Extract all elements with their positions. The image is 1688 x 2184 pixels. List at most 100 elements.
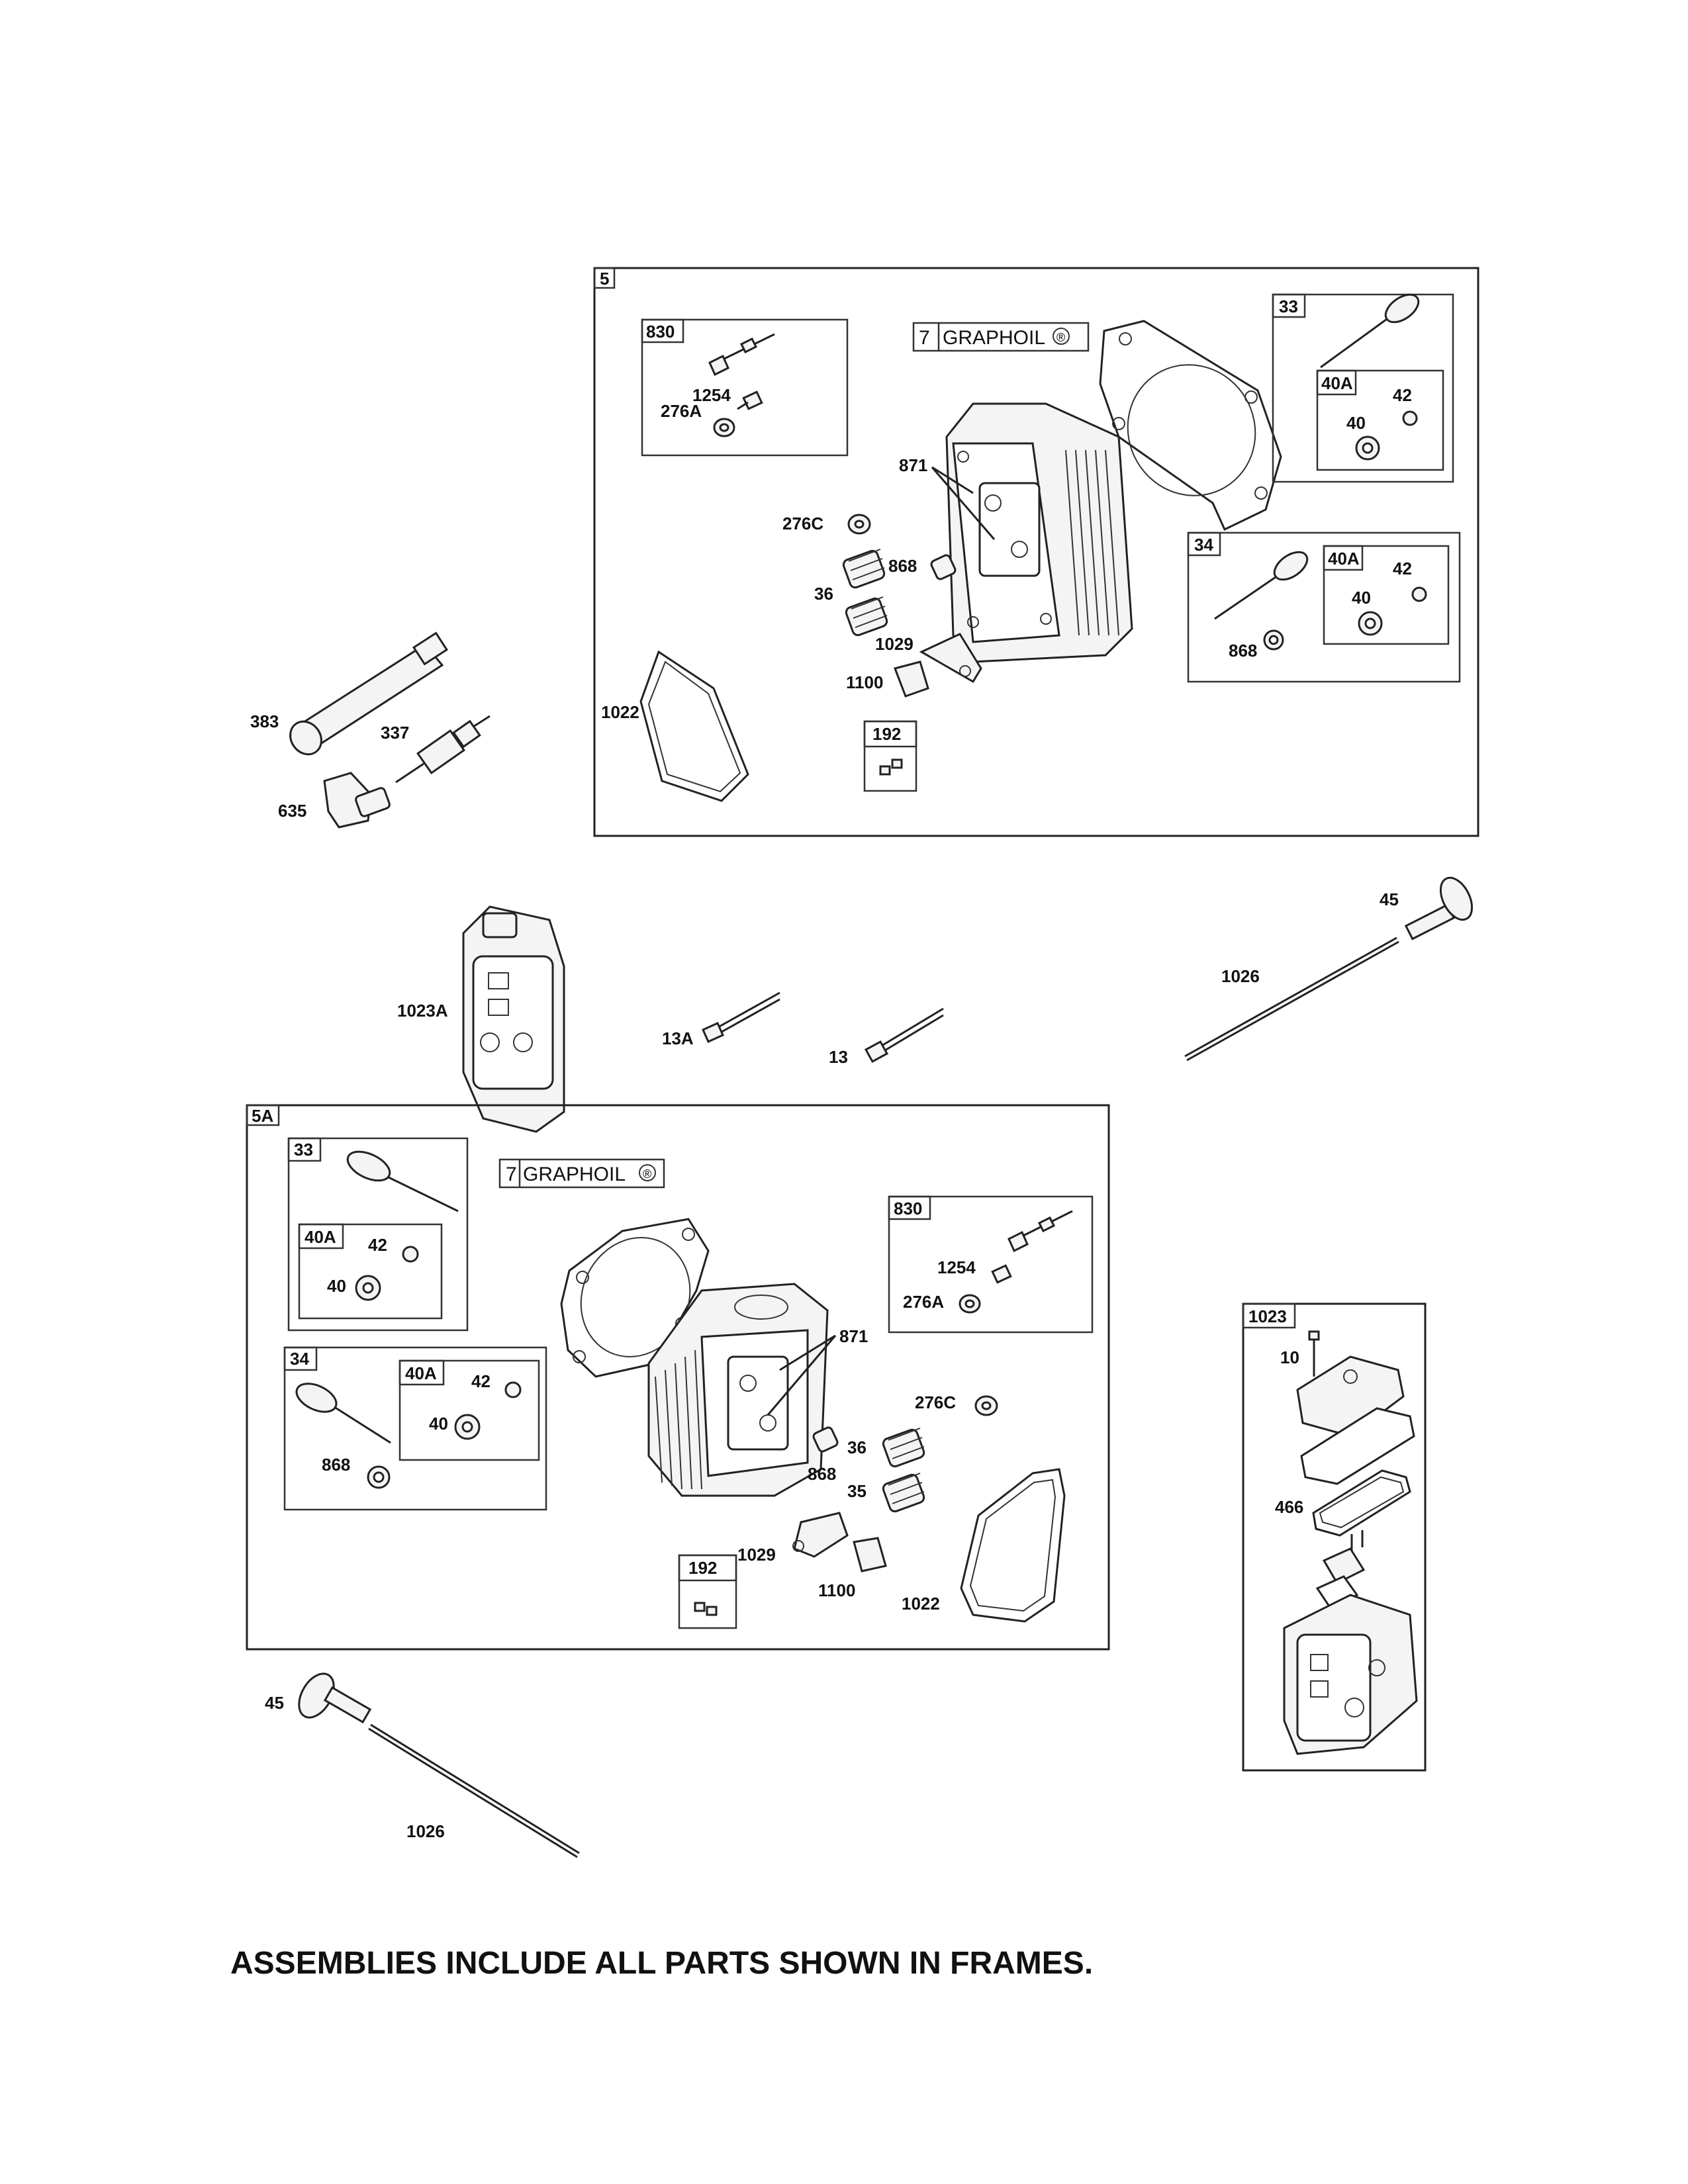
breather-1029-upper-icon (919, 633, 982, 684)
valve-seal-868-upper-icon (930, 554, 957, 580)
valve-cover-1023-icon (1283, 1594, 1418, 1755)
cylinder-head-upper-icon (945, 402, 1133, 663)
graphoil-num-lower: 7 (506, 1163, 517, 1185)
label-42-lower-33: 42 (368, 1235, 387, 1255)
label-1026-lower: 1026 (406, 1821, 445, 1841)
baffle-plate-icon (1315, 1547, 1366, 1610)
label-1023a: 1023A (397, 1001, 448, 1021)
keeper-42-upper-33-icon (1402, 410, 1418, 426)
label-276a-upper: 276A (661, 401, 702, 421)
frame-valve-cover-1023: 1023 10 466 (1242, 1302, 1427, 1772)
valve-springs-lower-icon (882, 1428, 925, 1513)
label-383: 383 (250, 711, 279, 731)
label-1100-lower: 1100 (818, 1580, 855, 1600)
frame-kit-5: 5 830 1254 276A (593, 267, 1479, 837)
frame-5a-tag: 5A (252, 1106, 273, 1126)
pushrod-1026-lower-icon (368, 1723, 580, 1858)
sub-40a-lower-33-tag: 40A (305, 1227, 336, 1247)
bolt-830-lower-icon (1008, 1210, 1073, 1253)
label-337: 337 (381, 723, 409, 743)
graphoil-text-lower: GRAPHOIL (523, 1163, 626, 1185)
valve-45-upper-icon (1404, 876, 1474, 940)
loose-parts-middle: 1023A 13A 13 (397, 905, 944, 1133)
label-13: 13 (829, 1047, 848, 1067)
graphoil-label-lower: 7 GRAPHOIL ® (498, 1158, 665, 1189)
label-1022-lower: 1022 (902, 1594, 940, 1614)
retainer-40-upper-34-icon (1358, 611, 1383, 636)
box-33-lower: 33 40A 42 40 (287, 1137, 469, 1332)
frame-1023-tag: 1023 (1248, 1306, 1287, 1326)
label-276c-upper: 276C (782, 514, 823, 533)
label-276c-lower: 276C (915, 1392, 956, 1412)
label-36-upper: 36 (814, 584, 833, 604)
box-33-upper-tag: 33 (1279, 296, 1298, 316)
keeper-42-lower-33-icon (402, 1246, 419, 1263)
spark-plug-337-icon (395, 715, 491, 784)
graphoil-mark-upper: ® (1056, 331, 1065, 344)
retainer-40-lower-33-icon (355, 1275, 381, 1301)
box-34-upper: 34 868 40A 42 40 (1187, 531, 1461, 683)
label-1029-lower: 1029 (737, 1545, 776, 1565)
clip-1100-upper-icon (894, 660, 929, 698)
label-40-upper-34: 40 (1352, 588, 1371, 608)
fitting-192-lower-icon (694, 1602, 718, 1616)
frame-5-tag: 5 (600, 269, 609, 289)
screw-1254-lower-icon (991, 1264, 1012, 1284)
bolt-830-upper-icon (708, 333, 775, 377)
keeper-42-lower-34-icon (504, 1381, 522, 1398)
washer-276c-lower-icon (974, 1395, 998, 1416)
label-868-lower: 868 (808, 1464, 836, 1484)
box-192-upper: 192 (863, 720, 917, 792)
valve-45-lower-icon (298, 1672, 372, 1724)
label-1254-lower: 1254 (937, 1257, 976, 1277)
head-gasket-upper-icon (1099, 320, 1282, 531)
box-34-lower-tag: 34 (290, 1349, 309, 1369)
label-40-upper-33: 40 (1346, 413, 1366, 433)
label-868-upper-34: 868 (1229, 641, 1257, 660)
sub-40a-lower-34-tag: 40A (405, 1363, 437, 1383)
label-40-lower-33: 40 (327, 1276, 346, 1296)
label-13a: 13A (662, 1028, 694, 1048)
label-276a-lower: 276A (903, 1292, 944, 1312)
graphoil-label-upper: 7 GRAPHOIL ® (912, 322, 1090, 352)
valve-34-lower-icon (295, 1383, 391, 1444)
label-35-lower: 35 (847, 1481, 867, 1501)
loose-parts-right: 45 1026 (1184, 876, 1474, 1062)
graphoil-num-upper: 7 (919, 327, 930, 349)
label-1022-upper: 1022 (601, 702, 639, 722)
fitting-192-upper-icon (879, 758, 903, 776)
loose-parts-left: 383 337 635 (250, 631, 491, 829)
loose-parts-bottom: 45 1026 (265, 1672, 580, 1858)
frame-kit-5a: 5A 33 40A 42 40 (246, 1104, 1110, 1651)
label-40-lower-34: 40 (429, 1414, 448, 1433)
retainer-40-lower-34-icon (454, 1414, 481, 1440)
box-830-upper-tag: 830 (646, 322, 675, 341)
spark-plug-boot-635-icon (323, 772, 391, 829)
valve-cover-1023a-icon (462, 905, 565, 1133)
screw-1254-upper-icon (737, 390, 763, 410)
box-830-lower: 830 1254 276A (888, 1195, 1094, 1334)
graphoil-text-upper: GRAPHOIL (943, 327, 1045, 349)
cover-gasket-1022-lower-icon (960, 1468, 1066, 1623)
sub-40a-upper-34-tag: 40A (1328, 549, 1360, 569)
cylinder-head-lower-icon (647, 1283, 829, 1497)
sub-40a-upper-33-tag: 40A (1321, 373, 1353, 393)
label-42-upper-34: 42 (1393, 559, 1412, 578)
label-871-lower: 871 (839, 1326, 868, 1346)
seal-466-icon (1312, 1469, 1411, 1537)
washer-276a-lower-icon (959, 1294, 981, 1314)
box-34-upper-tag: 34 (1194, 535, 1213, 555)
screws-pair-icon (1350, 1530, 1364, 1551)
box-192-lower: 192 (678, 1554, 737, 1629)
label-635: 635 (278, 801, 306, 821)
breather-gasket-icon (1300, 1407, 1415, 1485)
label-871-upper: 871 (899, 455, 927, 475)
label-1254-upper: 1254 (692, 385, 731, 405)
box-34-lower: 34 868 40A 42 40 (283, 1346, 547, 1511)
label-466: 466 (1275, 1497, 1303, 1517)
keeper-42-upper-34-icon (1411, 586, 1427, 602)
screw-10-icon (1308, 1330, 1320, 1377)
box-33-upper: 33 40A 42 40 (1272, 293, 1454, 483)
spark-plug-wrench-383-icon (289, 631, 449, 756)
